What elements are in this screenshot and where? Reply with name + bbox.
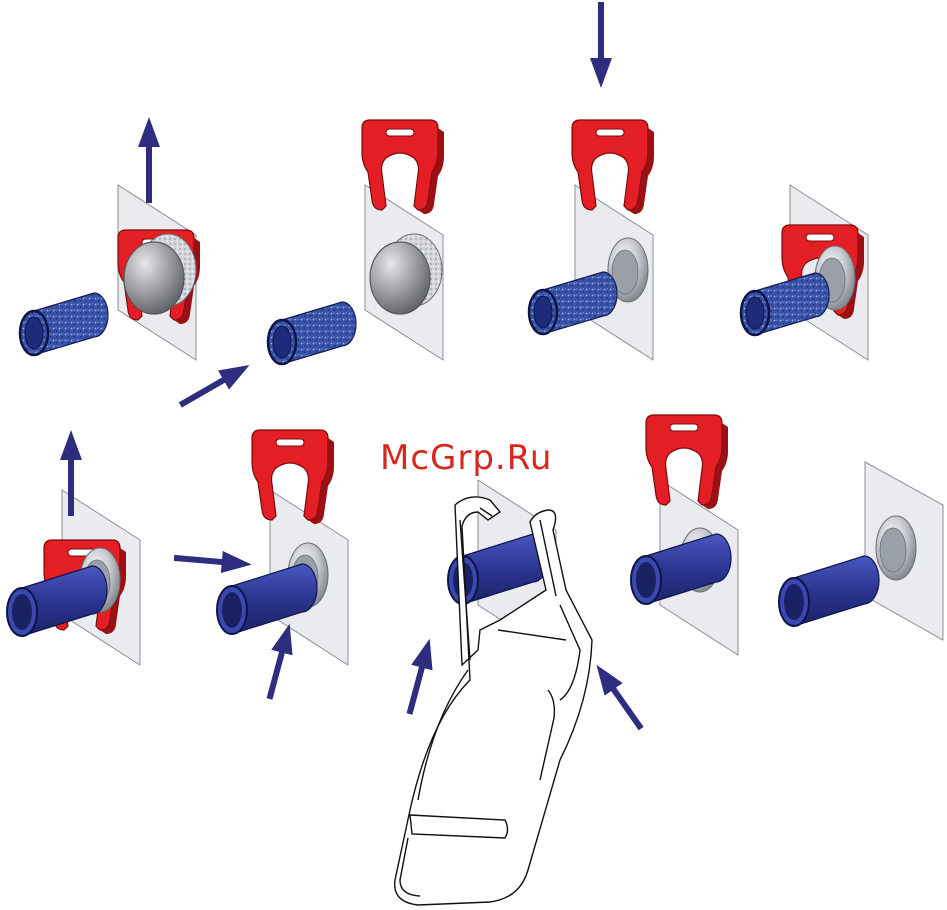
step-8-group bbox=[631, 415, 738, 655]
step-6-group bbox=[173, 430, 348, 702]
arrow-push-icon bbox=[175, 355, 255, 414]
red-clip bbox=[572, 120, 654, 214]
arrow-squeeze-icon bbox=[173, 547, 253, 576]
steel-collar bbox=[876, 516, 916, 580]
arrow-squeeze-icon bbox=[399, 636, 440, 717]
red-clip-removed bbox=[646, 415, 728, 509]
step-3-group bbox=[529, 2, 654, 360]
arrow-squeeze-icon bbox=[587, 658, 650, 735]
arrow-down-icon bbox=[590, 2, 612, 88]
step-1-group bbox=[20, 117, 200, 360]
red-clip-removed bbox=[362, 120, 444, 214]
step-2-group bbox=[175, 120, 444, 415]
step-9-group bbox=[779, 462, 943, 640]
arrow-squeeze-icon bbox=[259, 621, 300, 702]
foam-sleeve bbox=[20, 293, 108, 355]
step-4-group bbox=[741, 185, 868, 360]
arrow-up-icon bbox=[138, 117, 160, 203]
step-5-group bbox=[7, 430, 140, 665]
foam-sleeve bbox=[268, 302, 356, 364]
step-7-group bbox=[395, 480, 650, 905]
blue-tube-removed bbox=[779, 556, 879, 626]
